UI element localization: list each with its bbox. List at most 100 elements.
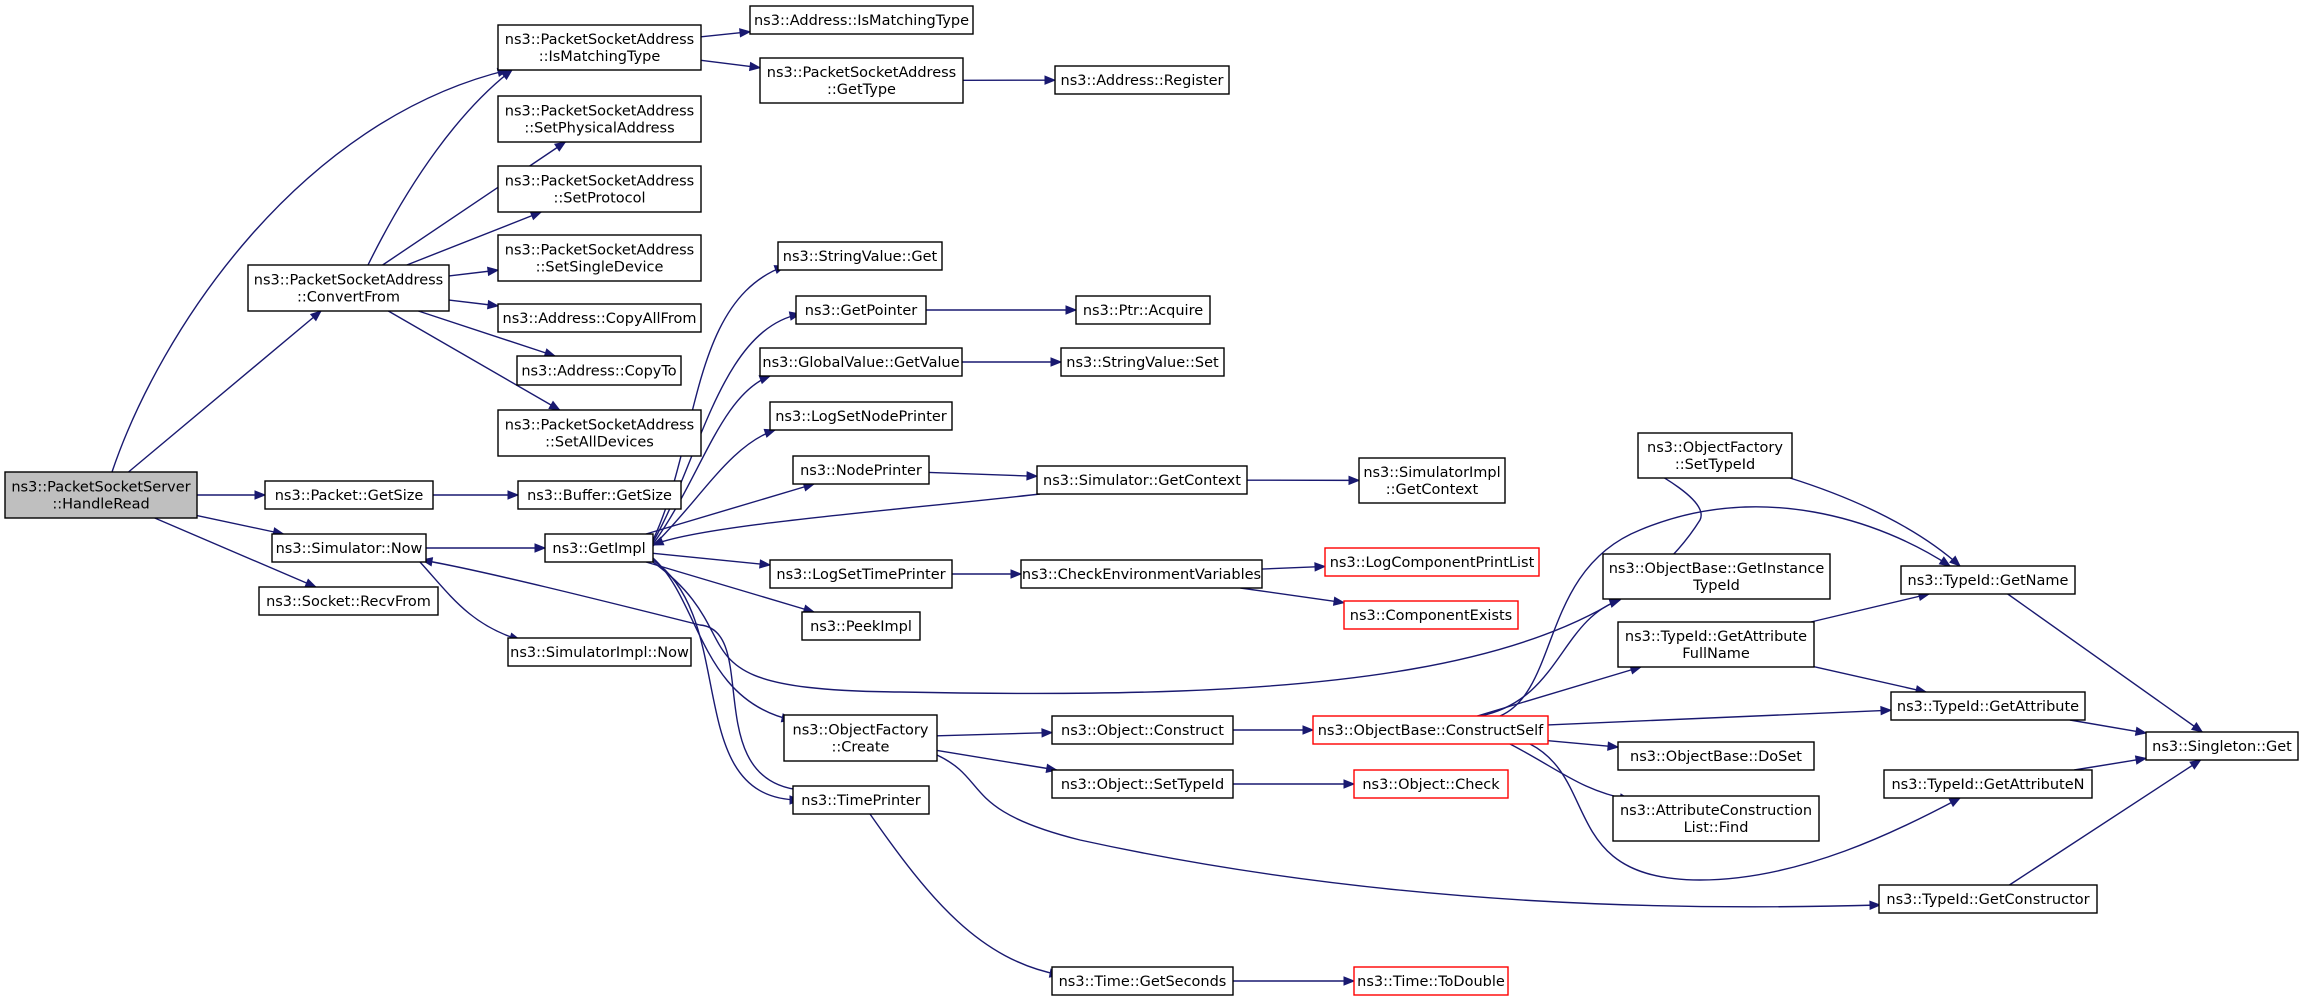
edge-objectbase_constructself-to-attrconstructionlist_find: [1509, 743, 1632, 803]
node-label-line: ns3::Ptr::Acquire: [1083, 303, 1203, 319]
node-label-line: ns3::ObjectFactory: [793, 723, 929, 739]
node-logsetnodeprinter[interactable]: ns3::LogSetNodePrinter: [769, 401, 953, 431]
node-label-line: ns3::ObjectBase::ConstructSelf: [1318, 723, 1544, 739]
node-box: [1612, 795, 1820, 842]
node-psa-setalldevices[interactable]: ns3::PacketSocketAddress::SetAllDevices: [497, 409, 702, 457]
node-psa-setphysical[interactable]: ns3::PacketSocketAddress::SetPhysicalAdd…: [497, 95, 702, 143]
node-object-check[interactable]: ns3::Object::Check: [1353, 769, 1509, 799]
node-checkenv[interactable]: ns3::CheckEnvironmentVariables: [1020, 559, 1263, 589]
arrowhead: [534, 543, 547, 553]
arrowhead: [1949, 555, 1962, 567]
node-box: [777, 241, 943, 271]
node-box: [769, 559, 953, 589]
node-box: [1051, 715, 1234, 745]
node-label-line: ns3::StringValue::Set: [1066, 355, 1219, 371]
edge-objectbase_constructself-to-typeid_getattribute: [1547, 705, 1893, 726]
node-psa-gettype[interactable]: ns3::PacketSocketAddress::GetType: [759, 57, 964, 104]
node-socket-recvfrom[interactable]: ns3::Socket::RecvFrom: [258, 586, 439, 616]
arrowhead: [1880, 705, 1893, 716]
node-addr-ismatching[interactable]: ns3::Address::IsMatchingType: [749, 5, 974, 35]
arrowhead: [548, 400, 561, 411]
node-logsettimeprinter[interactable]: ns3::LogSetTimePrinter: [769, 559, 953, 589]
node-label-line: ns3::PacketSocketAddress: [505, 243, 694, 259]
edge-getimpl-to-globalvalue_getvalue: [652, 375, 772, 545]
node-object-construct[interactable]: ns3::Object::Construct: [1051, 715, 1234, 745]
node-addr-copyallfrom[interactable]: ns3::Address::CopyAllFrom: [497, 303, 702, 333]
node-box: [497, 234, 702, 282]
node-psa-setsingle[interactable]: ns3::PacketSocketAddress::SetSingleDevic…: [497, 234, 702, 282]
node-label-line: ::SetProtocol: [553, 191, 645, 207]
node-singleton-get[interactable]: ns3::Singleton::Get: [2145, 731, 2299, 761]
node-box: [1617, 621, 1815, 668]
node-getpointer[interactable]: ns3::GetPointer: [795, 295, 927, 325]
node-label-line: ns3::SimulatorImpl::Now: [510, 645, 689, 661]
node-time-todouble[interactable]: ns3::Time::ToDouble: [1353, 966, 1509, 996]
node-box: [507, 637, 692, 667]
node-psa-setprotocol[interactable]: ns3::PacketSocketAddress::SetProtocol: [497, 165, 702, 213]
edge-psa_convertfrom-to-psa_setsingle: [448, 266, 500, 277]
node-stringvalue-set[interactable]: ns3::StringValue::Set: [1060, 347, 1225, 377]
node-logcomponentprintlist[interactable]: ns3::LogComponentPrintList: [1324, 547, 1540, 577]
node-objectfactory-create[interactable]: ns3::ObjectFactory::Create: [783, 714, 938, 762]
arrowhead: [304, 578, 318, 588]
edge-timeprinter-to-sim_now: [420, 557, 801, 791]
node-box: [1054, 65, 1230, 95]
node-getimpl[interactable]: ns3::GetImpl: [544, 533, 654, 563]
node-sim-getcontext[interactable]: ns3::Simulator::GetContext: [1036, 465, 1248, 495]
edge-psa_ismatching-to-psa_gettype: [700, 59, 762, 72]
arrowhead: [2189, 759, 2202, 770]
node-box: [1602, 553, 1831, 600]
node-simimpl-getcontext[interactable]: ns3::SimulatorImpl::GetContext: [1358, 457, 1506, 504]
node-psa-convertfrom[interactable]: ns3::PacketSocketAddress::ConvertFrom: [247, 264, 450, 312]
node-stringvalue-get[interactable]: ns3::StringValue::Get: [777, 241, 943, 271]
node-label-line: ns3::ObjectBase::DoSet: [1630, 749, 1802, 765]
node-objectfactory-settypeid[interactable]: ns3::ObjectFactory::SetTypeId: [1637, 432, 1793, 479]
node-typeid-getconstructor[interactable]: ns3::TypeId::GetConstructor: [1878, 884, 2098, 914]
node-simimpl-now[interactable]: ns3::SimulatorImpl::Now: [507, 637, 692, 667]
node-objectbase-constructself[interactable]: ns3::ObjectBase::ConstructSelf: [1312, 715, 1549, 745]
node-time-getseconds[interactable]: ns3::Time::GetSeconds: [1051, 966, 1234, 996]
node-label-line: FullName: [1682, 646, 1750, 662]
node-label-line: ns3::TimePrinter: [801, 793, 921, 809]
node-globalvalue-getvalue[interactable]: ns3::GlobalValue::GetValue: [759, 347, 963, 377]
node-label-line: ::SetAllDevices: [545, 435, 654, 451]
node-objectbase-doset[interactable]: ns3::ObjectBase::DoSet: [1617, 741, 1815, 771]
edge-objectfactory_create-to-typeid_getconstructor: [936, 754, 1882, 911]
node-psa-ismatching[interactable]: ns3::PacketSocketAddress::IsMatchingType: [497, 24, 702, 71]
node-object-settypeid[interactable]: ns3::Object::SetTypeId: [1051, 769, 1234, 799]
node-label-line: ns3::PacketSocketAddress: [254, 273, 443, 289]
node-buffer-getsize[interactable]: ns3::Buffer::GetSize: [517, 480, 682, 510]
node-label-line: ns3::PacketSocketAddress: [505, 104, 694, 120]
node-componentexists[interactable]: ns3::ComponentExists: [1343, 600, 1519, 630]
node-nodeprinter[interactable]: ns3::NodePrinter: [792, 455, 930, 485]
arrowhead: [1608, 598, 1622, 608]
node-peekimpl[interactable]: ns3::PeekImpl: [801, 611, 921, 641]
node-typeid-getattribute[interactable]: ns3::TypeId::GetAttribute: [1890, 691, 2086, 721]
node-addr-register[interactable]: ns3::Address::Register: [1054, 65, 1230, 95]
arrowhead: [1938, 556, 1952, 567]
node-packet-getsize[interactable]: ns3::Packet::GetSize: [264, 480, 434, 510]
node-timeprinter[interactable]: ns3::TimePrinter: [792, 785, 930, 815]
arrowhead: [651, 536, 665, 546]
node-typeid-getattributen[interactable]: ns3::TypeId::GetAttributeN: [1883, 769, 2093, 799]
node-label-line: ns3::TypeId::GetAttribute: [1897, 699, 2079, 715]
node-box: [4, 471, 198, 519]
node-ptr-acquire[interactable]: ns3::Ptr::Acquire: [1075, 295, 1211, 325]
arrowhead: [1348, 475, 1361, 486]
node-typeid-getname[interactable]: ns3::TypeId::GetName: [1900, 565, 2076, 595]
node-label-line: ns3::PacketSocketAddress: [505, 174, 694, 190]
node-box: [795, 295, 927, 325]
node-addr-copyto[interactable]: ns3::Address::CopyTo: [516, 355, 682, 386]
node-sim-now[interactable]: ns3::Simulator::Now: [271, 533, 427, 563]
edge-objectfactory_create-to-object_settypeid: [936, 749, 1059, 773]
node-label-line: ns3::ComponentExists: [1350, 608, 1513, 624]
node-handleread[interactable]: ns3::PacketSocketServer::HandleRead: [4, 471, 198, 519]
node-label-line: ::GetType: [827, 82, 896, 98]
node-box: [792, 785, 930, 815]
edge-objectfactory_settypeid-to-typeid_getname: [1789, 477, 1962, 567]
node-label-line: ns3::CheckEnvironmentVariables: [1022, 567, 1261, 583]
